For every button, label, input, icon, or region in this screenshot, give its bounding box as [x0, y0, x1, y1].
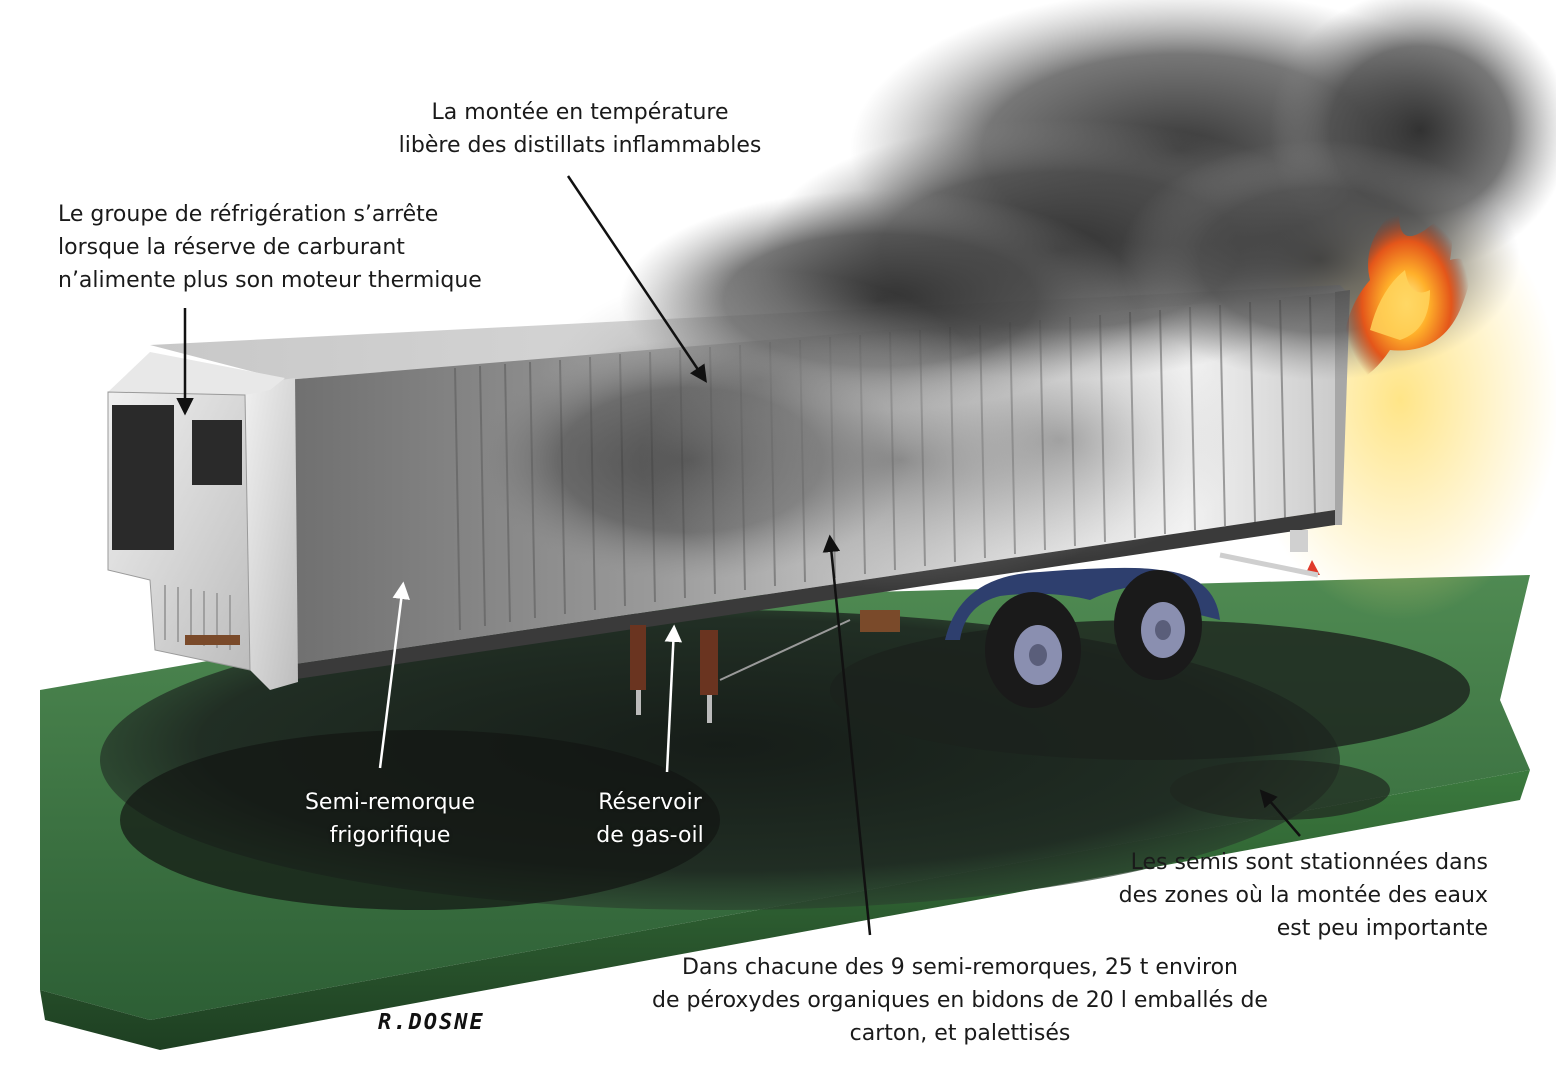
arrow-distillates	[566, 175, 707, 383]
smoke-plume	[470, 0, 1556, 590]
arrow-cargo	[822, 534, 872, 936]
axle-assembly	[945, 567, 1220, 708]
label-semi-trailer: Semi-remorque frigorifique	[304, 790, 476, 848]
arrow-tank	[664, 624, 683, 773]
fire-flames	[1342, 205, 1471, 385]
label-tank: Réservoir de gas-oil	[596, 790, 704, 848]
arrow-flood	[1259, 789, 1301, 837]
landing-gear	[630, 610, 900, 723]
reefer-grille-left	[112, 405, 174, 550]
arrow-semi-trailer	[378, 581, 410, 769]
refrigeration-unit	[107, 352, 285, 671]
label-distillates: La montée en température libère des dist…	[398, 100, 762, 158]
artist-signature: R.DOSNE	[378, 1010, 485, 1035]
label-refrigeration: Le groupe de réfrigération s’arrête lors…	[58, 202, 482, 293]
annotation-arrows	[176, 175, 1301, 936]
label-flood: Les semis sont stationnées dans des zone…	[1118, 850, 1488, 941]
reefer-grille-right	[192, 420, 242, 485]
label-cargo: Dans chacune des 9 semi-remorques, 25 t …	[652, 955, 1268, 1046]
